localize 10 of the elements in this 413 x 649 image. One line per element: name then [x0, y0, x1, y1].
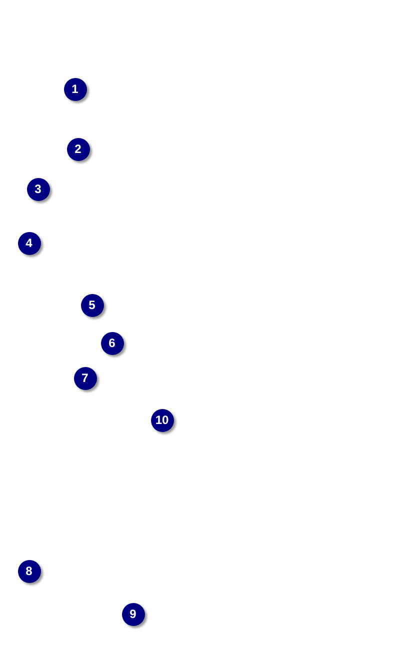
callout-number: 5	[80, 294, 104, 316]
callout-number: 1	[64, 78, 86, 100]
callout-number: 3	[26, 178, 50, 200]
callout-number: 2	[66, 138, 90, 160]
callout-number: 8	[18, 560, 40, 582]
callout-number: 10	[150, 408, 174, 432]
callout-number: 9	[122, 602, 144, 626]
callout-number: 4	[18, 232, 40, 254]
callout-number: 6	[100, 332, 124, 354]
callout-number: 7	[74, 366, 96, 390]
